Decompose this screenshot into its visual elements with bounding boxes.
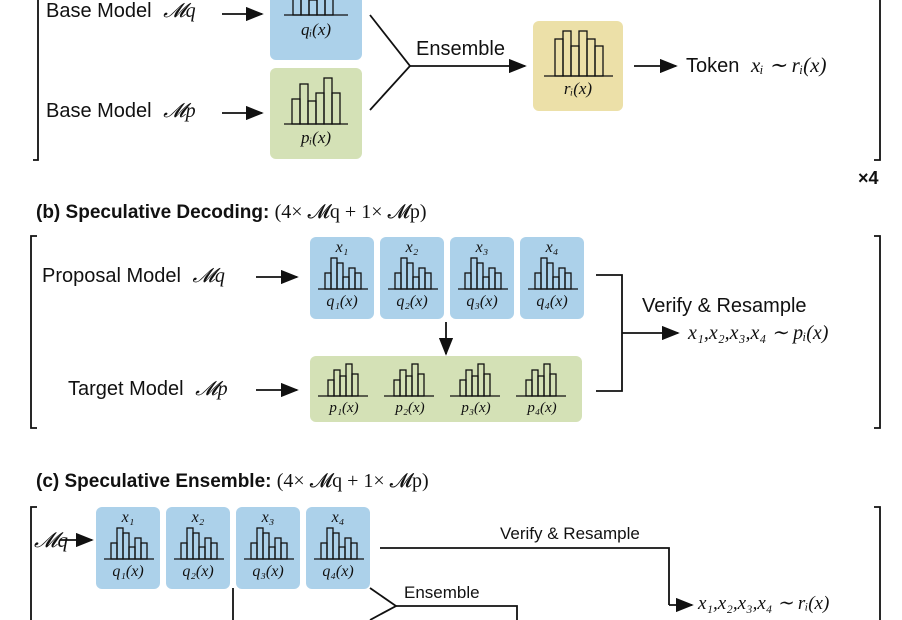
- q-dist-label: q₃(x): [252, 563, 284, 580]
- q-dist-label: q₁(x): [112, 563, 144, 580]
- p-dist-box: pᵢ(x): [270, 68, 362, 159]
- p-dist-label: p₁(x): [329, 400, 359, 416]
- repeat-count: ×4: [858, 168, 879, 188]
- token-label: x₃: [261, 509, 275, 526]
- proposal-dist-box: x₄ q₄(x): [306, 507, 370, 589]
- histogram-icon: [544, 30, 613, 77]
- proposal-model-label: Proposal Model 𝓜q: [42, 265, 225, 287]
- bracket-right-c: [874, 506, 881, 620]
- verify-line-c: [380, 547, 670, 605]
- p-dist-label: pᵢ(x): [300, 128, 332, 147]
- proposal-dist-box: x₂ q₂(x): [380, 237, 444, 319]
- ensemble-label-c: Ensemble: [404, 583, 480, 602]
- base-model-p-label: Base Model 𝓜p: [46, 100, 196, 122]
- token-label: x₂: [405, 239, 419, 256]
- histogram-icon: [528, 257, 578, 290]
- histogram-icon: [174, 527, 224, 560]
- verify-resample-label-c: Verify & Resample: [500, 524, 640, 543]
- token-label: x₁: [335, 239, 349, 256]
- p-dist-label: p₄(x): [527, 400, 557, 416]
- verify-merge-b: [596, 274, 623, 392]
- proposal-dist-box: x₁ q₁(x): [310, 237, 374, 319]
- histogram-icon: [284, 77, 348, 125]
- target-dist-item: p₃(x): [446, 358, 506, 422]
- proposal-dist-box: x₃ q₃(x): [236, 507, 300, 589]
- q-dist-label: qᵢ(x): [300, 20, 332, 39]
- histogram-icon: [458, 257, 508, 290]
- ensemble-merge-c: [369, 587, 398, 620]
- token-label: x₁: [121, 509, 135, 526]
- token-sample-math: xᵢ ∼ rᵢ(x): [750, 53, 827, 77]
- proposal-dist-box: x₃ q₃(x): [450, 237, 514, 319]
- bracket-right-a: [874, 0, 881, 161]
- bracket-left-b: [30, 235, 37, 429]
- proposal-dist-box: x₄ q₄(x): [520, 237, 584, 319]
- histogram-icon: [388, 257, 438, 290]
- target-dist-item: p₄(x): [512, 358, 572, 422]
- bracket-left-c: [30, 506, 37, 620]
- histogram-icon: [384, 363, 434, 397]
- model-q-symbol: 𝓜q: [163, 0, 196, 22]
- ensemble-label: Ensemble: [416, 38, 505, 60]
- panel-c-title-math: (4× 𝓜q + 1× 𝓜p): [276, 470, 429, 492]
- q-dist-label: q₄(x): [322, 563, 354, 580]
- ensemble-merge-a: [369, 14, 412, 111]
- p-dist-label: p₂(x): [395, 400, 425, 416]
- verify-resample-label-b: Verify & Resample: [642, 295, 807, 317]
- ensemble-line-c: [396, 605, 518, 620]
- histogram-icon: [244, 527, 294, 560]
- histogram-icon: [450, 363, 500, 397]
- panel-c-result-math: x₁,x₂,x₃,x₄ ∼ rᵢ(x): [698, 593, 830, 614]
- proposal-model-symbol: 𝓜q: [192, 265, 225, 287]
- model-q-symbol-c: 𝓜q: [34, 528, 69, 552]
- proposal-dist-box: x₂ q₂(x): [166, 507, 230, 589]
- token-label: x₄: [331, 509, 345, 526]
- panel-b-title-math: (4× 𝓜q + 1× 𝓜p): [274, 201, 427, 223]
- r-dist-box: rᵢ(x): [533, 21, 623, 111]
- panel-b-title: (b) Speculative Decoding: (4× 𝓜q + 1× 𝓜p…: [36, 201, 427, 223]
- histogram-icon: [516, 363, 566, 397]
- target-model-label: Target Model 𝓜p: [68, 378, 228, 400]
- r-dist-label: rᵢ(x): [563, 79, 593, 98]
- histogram-icon: [104, 527, 154, 560]
- target-model-symbol: 𝓜p: [195, 378, 228, 400]
- histogram-icon: [314, 527, 364, 560]
- q-dist-label: q₁(x): [326, 293, 358, 310]
- target-dist-row: [310, 356, 582, 422]
- model-p-symbol: 𝓜p: [163, 100, 196, 122]
- token-label: x₄: [545, 239, 559, 256]
- q-dist-label: q₄(x): [536, 293, 568, 310]
- q-dist-label: q₃(x): [466, 293, 498, 310]
- target-dist-item: p₂(x): [380, 358, 440, 422]
- q-dist-label: q₂(x): [182, 563, 214, 580]
- token-label: x₂: [191, 509, 205, 526]
- q-dist-label: q₂(x): [396, 293, 428, 310]
- panel-b-result-math: x₁,x₂,x₃,x₄ ∼ pᵢ(x): [688, 322, 829, 344]
- panel-c-title: (c) Speculative Ensemble: (4× 𝓜q + 1× 𝓜p…: [36, 470, 429, 492]
- q-dist-box: qᵢ(x): [270, 0, 362, 60]
- bracket-left-a: [33, 0, 39, 161]
- histogram-icon: [318, 363, 368, 397]
- token-label: Token xᵢ ∼ rᵢ(x): [686, 53, 827, 77]
- p-dist-label: p₃(x): [461, 400, 491, 416]
- target-dist-item: p₁(x): [314, 358, 374, 422]
- token-label: x₃: [475, 239, 489, 256]
- base-model-q-label: Base Model 𝓜q: [46, 0, 196, 22]
- histogram-icon: [284, 0, 348, 16]
- bracket-right-b: [874, 235, 881, 429]
- proposal-dist-box: x₁ q₁(x): [96, 507, 160, 589]
- histogram-icon: [318, 257, 368, 290]
